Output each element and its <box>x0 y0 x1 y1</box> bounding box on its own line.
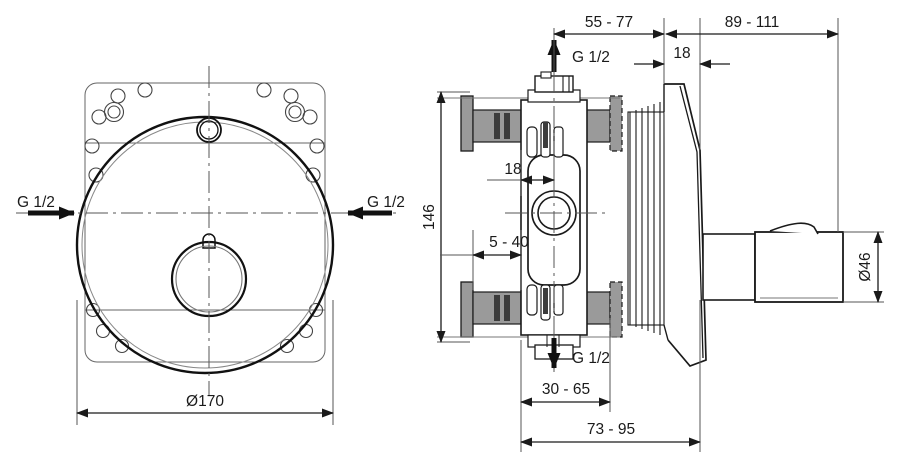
label-port-bottom: G 1/2 <box>572 350 610 367</box>
mount-holes-top-right <box>256 82 325 183</box>
label-dim-height-146: 146 <box>421 204 438 230</box>
handle-neck <box>702 233 756 301</box>
cover-plate-inner-circle <box>81 121 329 369</box>
handle-lever <box>769 222 819 235</box>
upper-left-flange <box>460 95 474 152</box>
handle-assembly <box>702 222 844 303</box>
handle-block <box>754 231 844 303</box>
label-front-diameter: Ø170 <box>186 393 224 410</box>
lower-left-thread-1 <box>494 295 500 321</box>
side-view-group <box>436 18 884 452</box>
cover-plate-outer-circle <box>75 115 335 375</box>
slot-dark-bottom <box>543 288 548 314</box>
label-dim-bottom-inner: 30 - 65 <box>542 381 590 398</box>
upper-right-flange <box>609 95 623 152</box>
escutcheon-ribs <box>629 102 661 335</box>
escutcheon-assembly <box>627 83 707 368</box>
knob-tab <box>202 233 216 249</box>
escutcheon-cover-inner <box>679 85 704 359</box>
lower-left-flange <box>460 281 474 338</box>
slot-dark-top <box>543 122 548 148</box>
mount-holes-top-left <box>84 82 153 183</box>
dimension-labels: Ø170 G 1/2 G 1/2 55 - 77 89 - 111 18 G 1… <box>17 14 874 438</box>
upper-left-thread-1 <box>494 113 500 139</box>
upper-left-thread-2 <box>504 113 510 139</box>
label-dim-body-offset: 18 <box>504 161 521 178</box>
front-view-group <box>16 66 400 425</box>
mounting-plate-outline <box>84 82 326 363</box>
mount-holes-bottom-left <box>85 302 130 354</box>
label-dim-bottom-outer: 73 - 95 <box>587 421 635 438</box>
lower-right-flange <box>609 281 623 338</box>
label-dim-wall-thickness: 18 <box>673 45 690 62</box>
escutcheon-rib-block <box>627 111 665 326</box>
label-port-right: G 1/2 <box>367 194 405 211</box>
extension-lines <box>437 18 884 452</box>
label-dim-top-right: 89 - 111 <box>725 14 780 31</box>
label-port-left: G 1/2 <box>17 194 55 211</box>
label-port-top: G 1/2 <box>572 49 610 66</box>
escutcheon-bottom-edge <box>663 324 669 341</box>
label-dim-insert-depth: 5 - 40 <box>489 234 529 251</box>
lower-left-thread-2 <box>504 295 510 321</box>
label-dim-top-left: 55 - 77 <box>585 14 633 31</box>
label-dim-handle-diameter: Ø46 <box>857 252 874 281</box>
